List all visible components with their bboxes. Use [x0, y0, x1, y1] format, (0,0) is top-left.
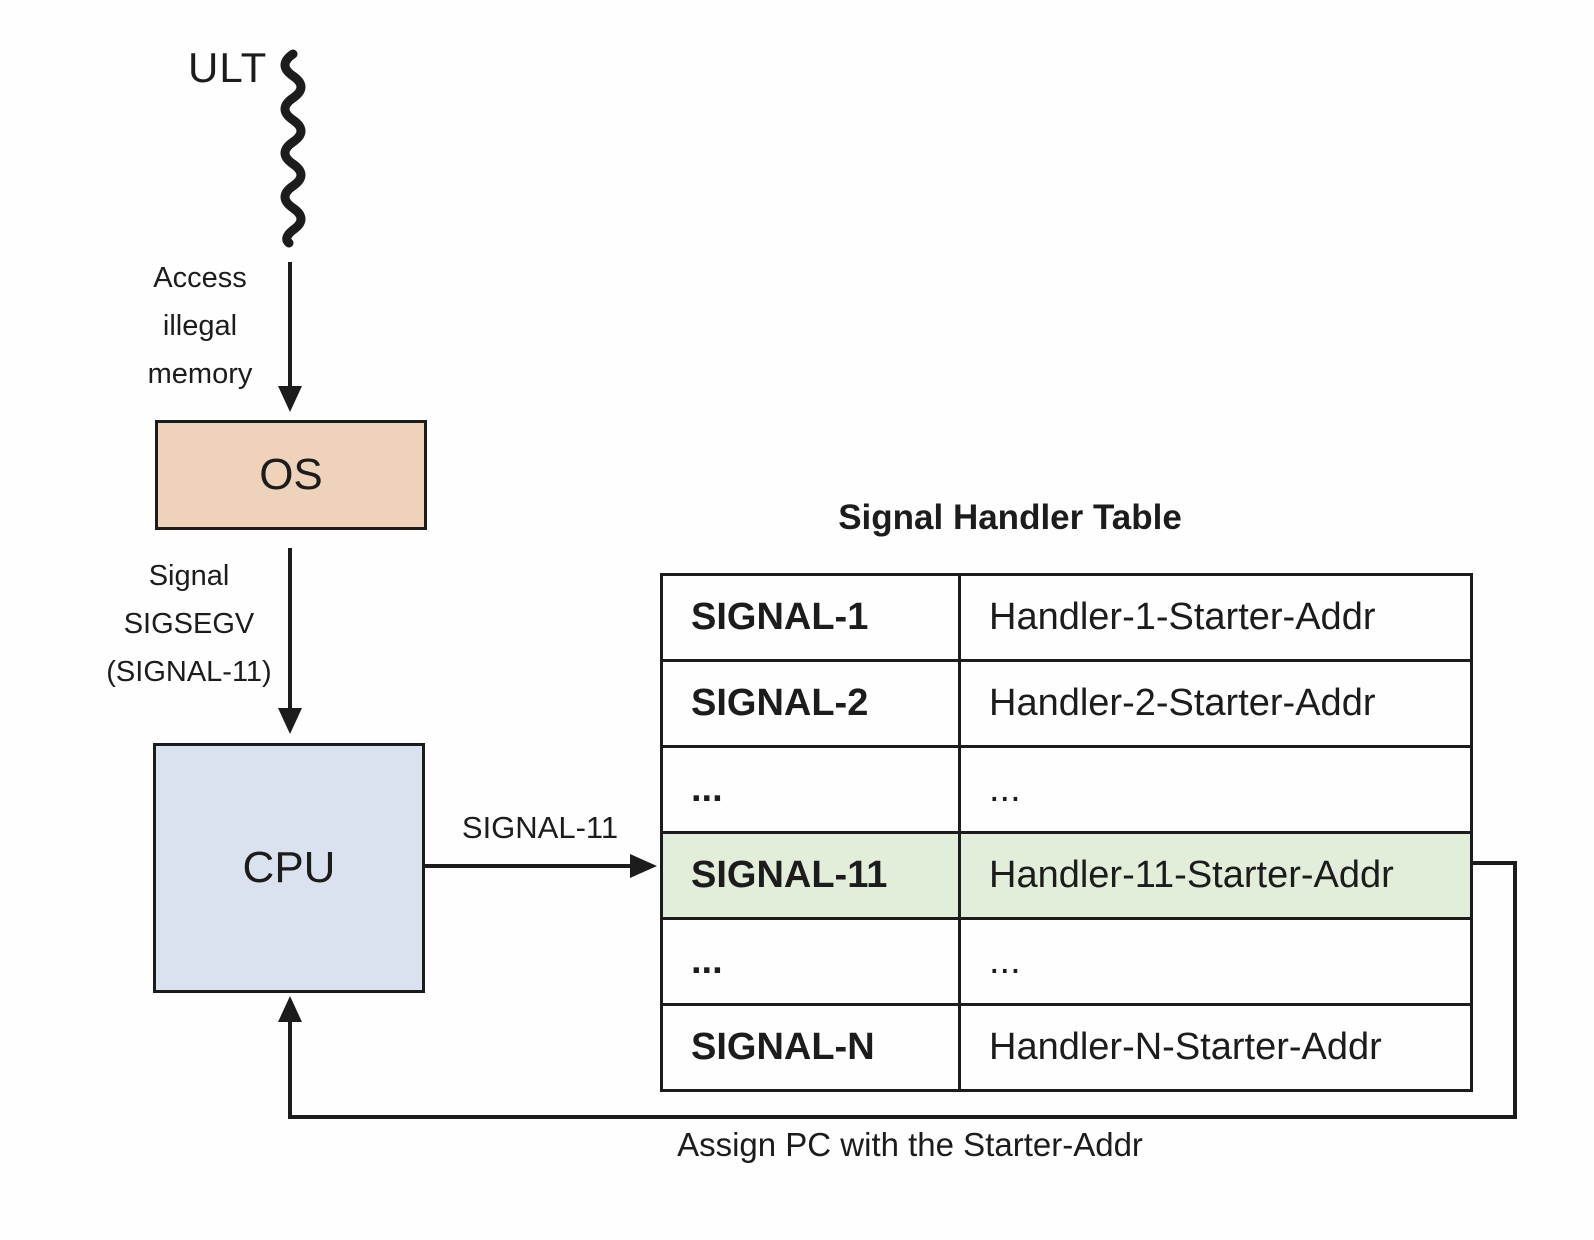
- handler-cell: Handler-2-Starter-Addr: [958, 659, 1473, 748]
- assign-pc-label: Assign PC with the Starter-Addr: [677, 1126, 1143, 1163]
- cpu-box: CPU: [153, 743, 425, 993]
- signal-cell: SIGNAL-N: [660, 1003, 961, 1092]
- os-box: OS: [155, 420, 427, 530]
- signal-cell: ...: [660, 745, 961, 834]
- handler-cell: Handler-11-Starter-Addr: [958, 831, 1473, 920]
- return-path-arrow-head: [278, 996, 302, 1022]
- arrow-cpu-to-table-head: [630, 854, 657, 878]
- access-illegal-memory-label: Access illegal memory: [147, 262, 253, 390]
- table-row: SIGNAL-1 Handler-1-Starter-Addr: [660, 573, 1473, 662]
- cpu-box-label: CPU: [242, 843, 336, 892]
- arrow-os-to-cpu-head: [278, 708, 302, 734]
- os-box-label: OS: [259, 450, 323, 499]
- signal-handler-table: SIGNAL-1 Handler-1-Starter-Addr SIGNAL-2…: [660, 573, 1473, 1092]
- handler-cell: Handler-1-Starter-Addr: [958, 573, 1473, 662]
- handler-cell: ...: [958, 745, 1473, 834]
- arrow-ult-to-os-head: [278, 386, 302, 412]
- ult-thread-label: ULT: [188, 44, 268, 91]
- return-path-line: [288, 861, 1517, 1119]
- handler-cell: ...: [958, 917, 1473, 1006]
- table-row: ... ...: [660, 917, 1473, 1006]
- handler-cell: Handler-N-Starter-Addr: [958, 1003, 1473, 1092]
- signal-sigsegv-label: Signal SIGSEGV (SIGNAL-11): [106, 560, 272, 688]
- signal-cell: SIGNAL-11: [660, 831, 961, 920]
- signal-cell: SIGNAL-1: [660, 573, 961, 662]
- signal-handler-table-title: Signal Handler Table: [838, 498, 1182, 537]
- thread-wavy-line-icon: [280, 49, 306, 248]
- signal-11-arrow-label: SIGNAL-11: [461, 810, 619, 845]
- table-row: SIGNAL-N Handler-N-Starter-Addr: [660, 1003, 1473, 1092]
- signal-cell: ...: [660, 917, 961, 1006]
- table-row: SIGNAL-2 Handler-2-Starter-Addr: [660, 659, 1473, 748]
- table-row: ... ...: [660, 745, 1473, 834]
- signal-cell: SIGNAL-2: [660, 659, 961, 748]
- table-row-highlighted: SIGNAL-11 Handler-11-Starter-Addr: [660, 831, 1473, 920]
